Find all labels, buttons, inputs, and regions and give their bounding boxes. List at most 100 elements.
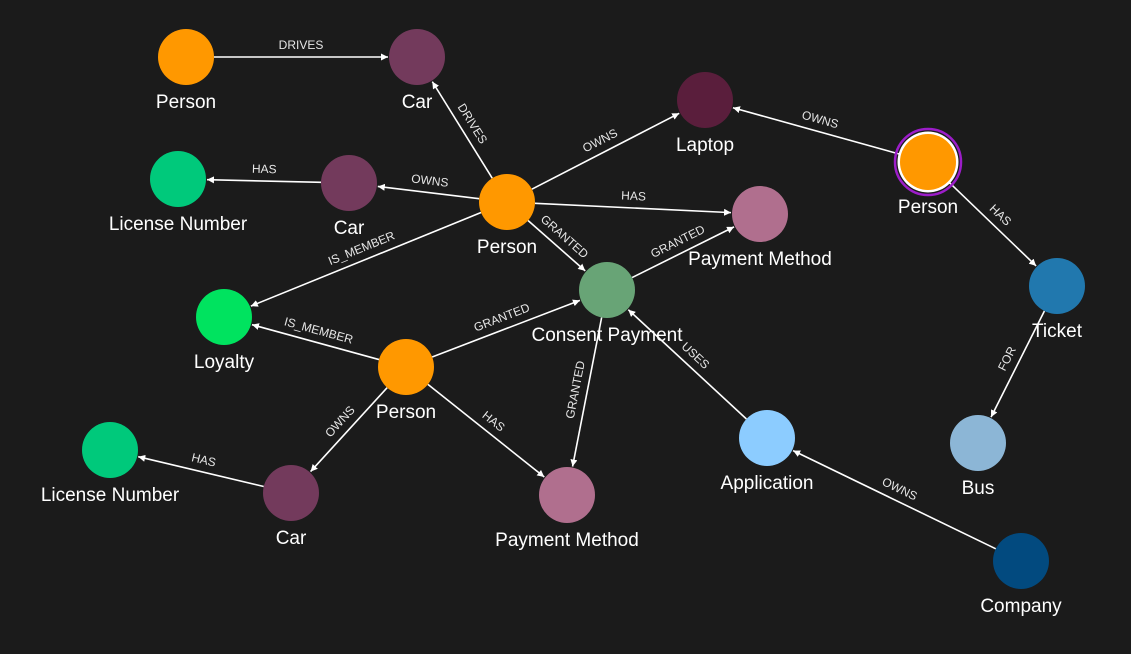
edge-p3-lap: OWNS xyxy=(732,106,902,156)
node-p4[interactable]: Person xyxy=(376,339,436,423)
node-circle[interactable] xyxy=(1029,258,1085,314)
edge-p1-c1: DRIVES xyxy=(214,38,388,61)
edge-label: HAS xyxy=(621,188,646,203)
node-bus[interactable]: Bus xyxy=(950,415,1006,499)
node-circle[interactable] xyxy=(82,422,138,478)
edge-label: IS_MEMBER xyxy=(283,314,355,346)
node-p3[interactable]: Person xyxy=(893,127,963,218)
node-loy[interactable]: Loyalty xyxy=(194,289,255,373)
node-label: Laptop xyxy=(676,135,734,156)
edge-line xyxy=(251,323,380,361)
node-circle[interactable] xyxy=(900,134,956,190)
edge-label: OWNS xyxy=(880,474,920,503)
edge-p4-pm2: HAS xyxy=(427,383,545,478)
node-circle[interactable] xyxy=(739,410,795,466)
node-label: Person xyxy=(898,197,958,218)
node-circle[interactable] xyxy=(378,339,434,395)
edge-line xyxy=(377,183,480,200)
edge-line xyxy=(309,387,388,473)
node-ln2[interactable]: License Number xyxy=(41,422,180,506)
edge-line xyxy=(792,449,997,550)
node-p1[interactable]: Person xyxy=(156,29,216,113)
edge-line xyxy=(138,454,264,488)
node-label: Person xyxy=(156,92,216,113)
node-co[interactable]: Company xyxy=(980,533,1062,617)
node-label: Payment Method xyxy=(495,530,639,551)
node-circle[interactable] xyxy=(993,533,1049,589)
node-label: Car xyxy=(276,528,307,549)
edge-line xyxy=(427,383,545,478)
node-ln1[interactable]: License Number xyxy=(109,151,248,235)
edge-c2-ln1: HAS xyxy=(206,162,322,184)
node-tk[interactable]: Ticket xyxy=(1029,258,1085,342)
edge-line xyxy=(631,226,735,279)
node-label: License Number xyxy=(109,214,248,235)
edge-line xyxy=(534,202,732,216)
node-label: Loyalty xyxy=(194,352,255,373)
edge-label: DRIVES xyxy=(455,101,490,146)
node-c2[interactable]: Car xyxy=(321,155,377,239)
edge-p2-pm1: HAS xyxy=(534,188,732,216)
edge-label: OWNS xyxy=(580,126,620,156)
node-label: License Number xyxy=(41,485,180,506)
edge-line xyxy=(206,176,322,184)
edge-line xyxy=(527,219,586,272)
edge-label: HAS xyxy=(987,201,1015,228)
edge-label: HAS xyxy=(480,408,508,434)
edge-p2-loy: IS_MEMBER xyxy=(250,211,482,307)
edge-label: HAS xyxy=(190,450,217,469)
edge-line xyxy=(732,106,902,156)
edge-p2-c1: DRIVES xyxy=(431,81,493,179)
edge-label: OWNS xyxy=(411,171,450,189)
node-circle[interactable] xyxy=(732,186,788,242)
node-circle[interactable] xyxy=(950,415,1006,471)
node-circle[interactable] xyxy=(389,29,445,85)
node-c1[interactable]: Car xyxy=(389,29,445,113)
node-circle[interactable] xyxy=(321,155,377,211)
node-circle[interactable] xyxy=(677,72,733,128)
node-circle[interactable] xyxy=(196,289,252,345)
node-lap[interactable]: Laptop xyxy=(676,72,734,156)
edge-p2-lap: OWNS xyxy=(531,112,680,190)
edge-line xyxy=(990,310,1046,418)
edge-line xyxy=(947,180,1037,267)
node-label: Application xyxy=(721,473,814,494)
edge-line xyxy=(531,112,680,190)
node-selection-ring xyxy=(893,127,963,197)
node-circle[interactable] xyxy=(539,467,595,523)
node-c3[interactable]: Car xyxy=(263,465,319,549)
edge-label: DRIVES xyxy=(279,38,324,52)
node-label: Ticket xyxy=(1032,321,1083,342)
node-label: Bus xyxy=(962,478,995,499)
node-circle[interactable] xyxy=(158,29,214,85)
edge-p2-cp: GRANTED xyxy=(527,212,591,272)
edge-label: GRANTED xyxy=(472,300,532,334)
edge-label: USES xyxy=(679,339,713,371)
node-circle[interactable] xyxy=(150,151,206,207)
edge-label: HAS xyxy=(252,162,277,177)
edge-label: OWNS xyxy=(322,403,358,440)
node-pm2[interactable]: Payment Method xyxy=(495,467,639,551)
node-label: Car xyxy=(334,218,365,239)
edge-line xyxy=(250,211,482,307)
edge-line xyxy=(431,81,493,179)
node-app[interactable]: Application xyxy=(721,410,814,494)
node-cp[interactable]: Consent Payment xyxy=(531,262,683,346)
node-label: Consent Payment xyxy=(531,325,683,346)
node-label: Person xyxy=(477,237,537,258)
edge-line xyxy=(627,309,747,420)
node-circle[interactable] xyxy=(263,465,319,521)
node-circle[interactable] xyxy=(579,262,635,318)
node-circle[interactable] xyxy=(479,174,535,230)
edge-c3-ln2: HAS xyxy=(138,450,264,488)
node-pm1[interactable]: Payment Method xyxy=(688,186,832,270)
edge-line xyxy=(431,299,581,358)
node-p2[interactable]: Person xyxy=(477,174,537,258)
edge-p3-tk: HAS xyxy=(947,180,1037,267)
node-label: Company xyxy=(980,596,1062,617)
edge-p2-c2: OWNS xyxy=(377,171,480,200)
edge-line xyxy=(570,317,603,467)
edge-p4-loy: IS_MEMBER xyxy=(251,314,380,361)
